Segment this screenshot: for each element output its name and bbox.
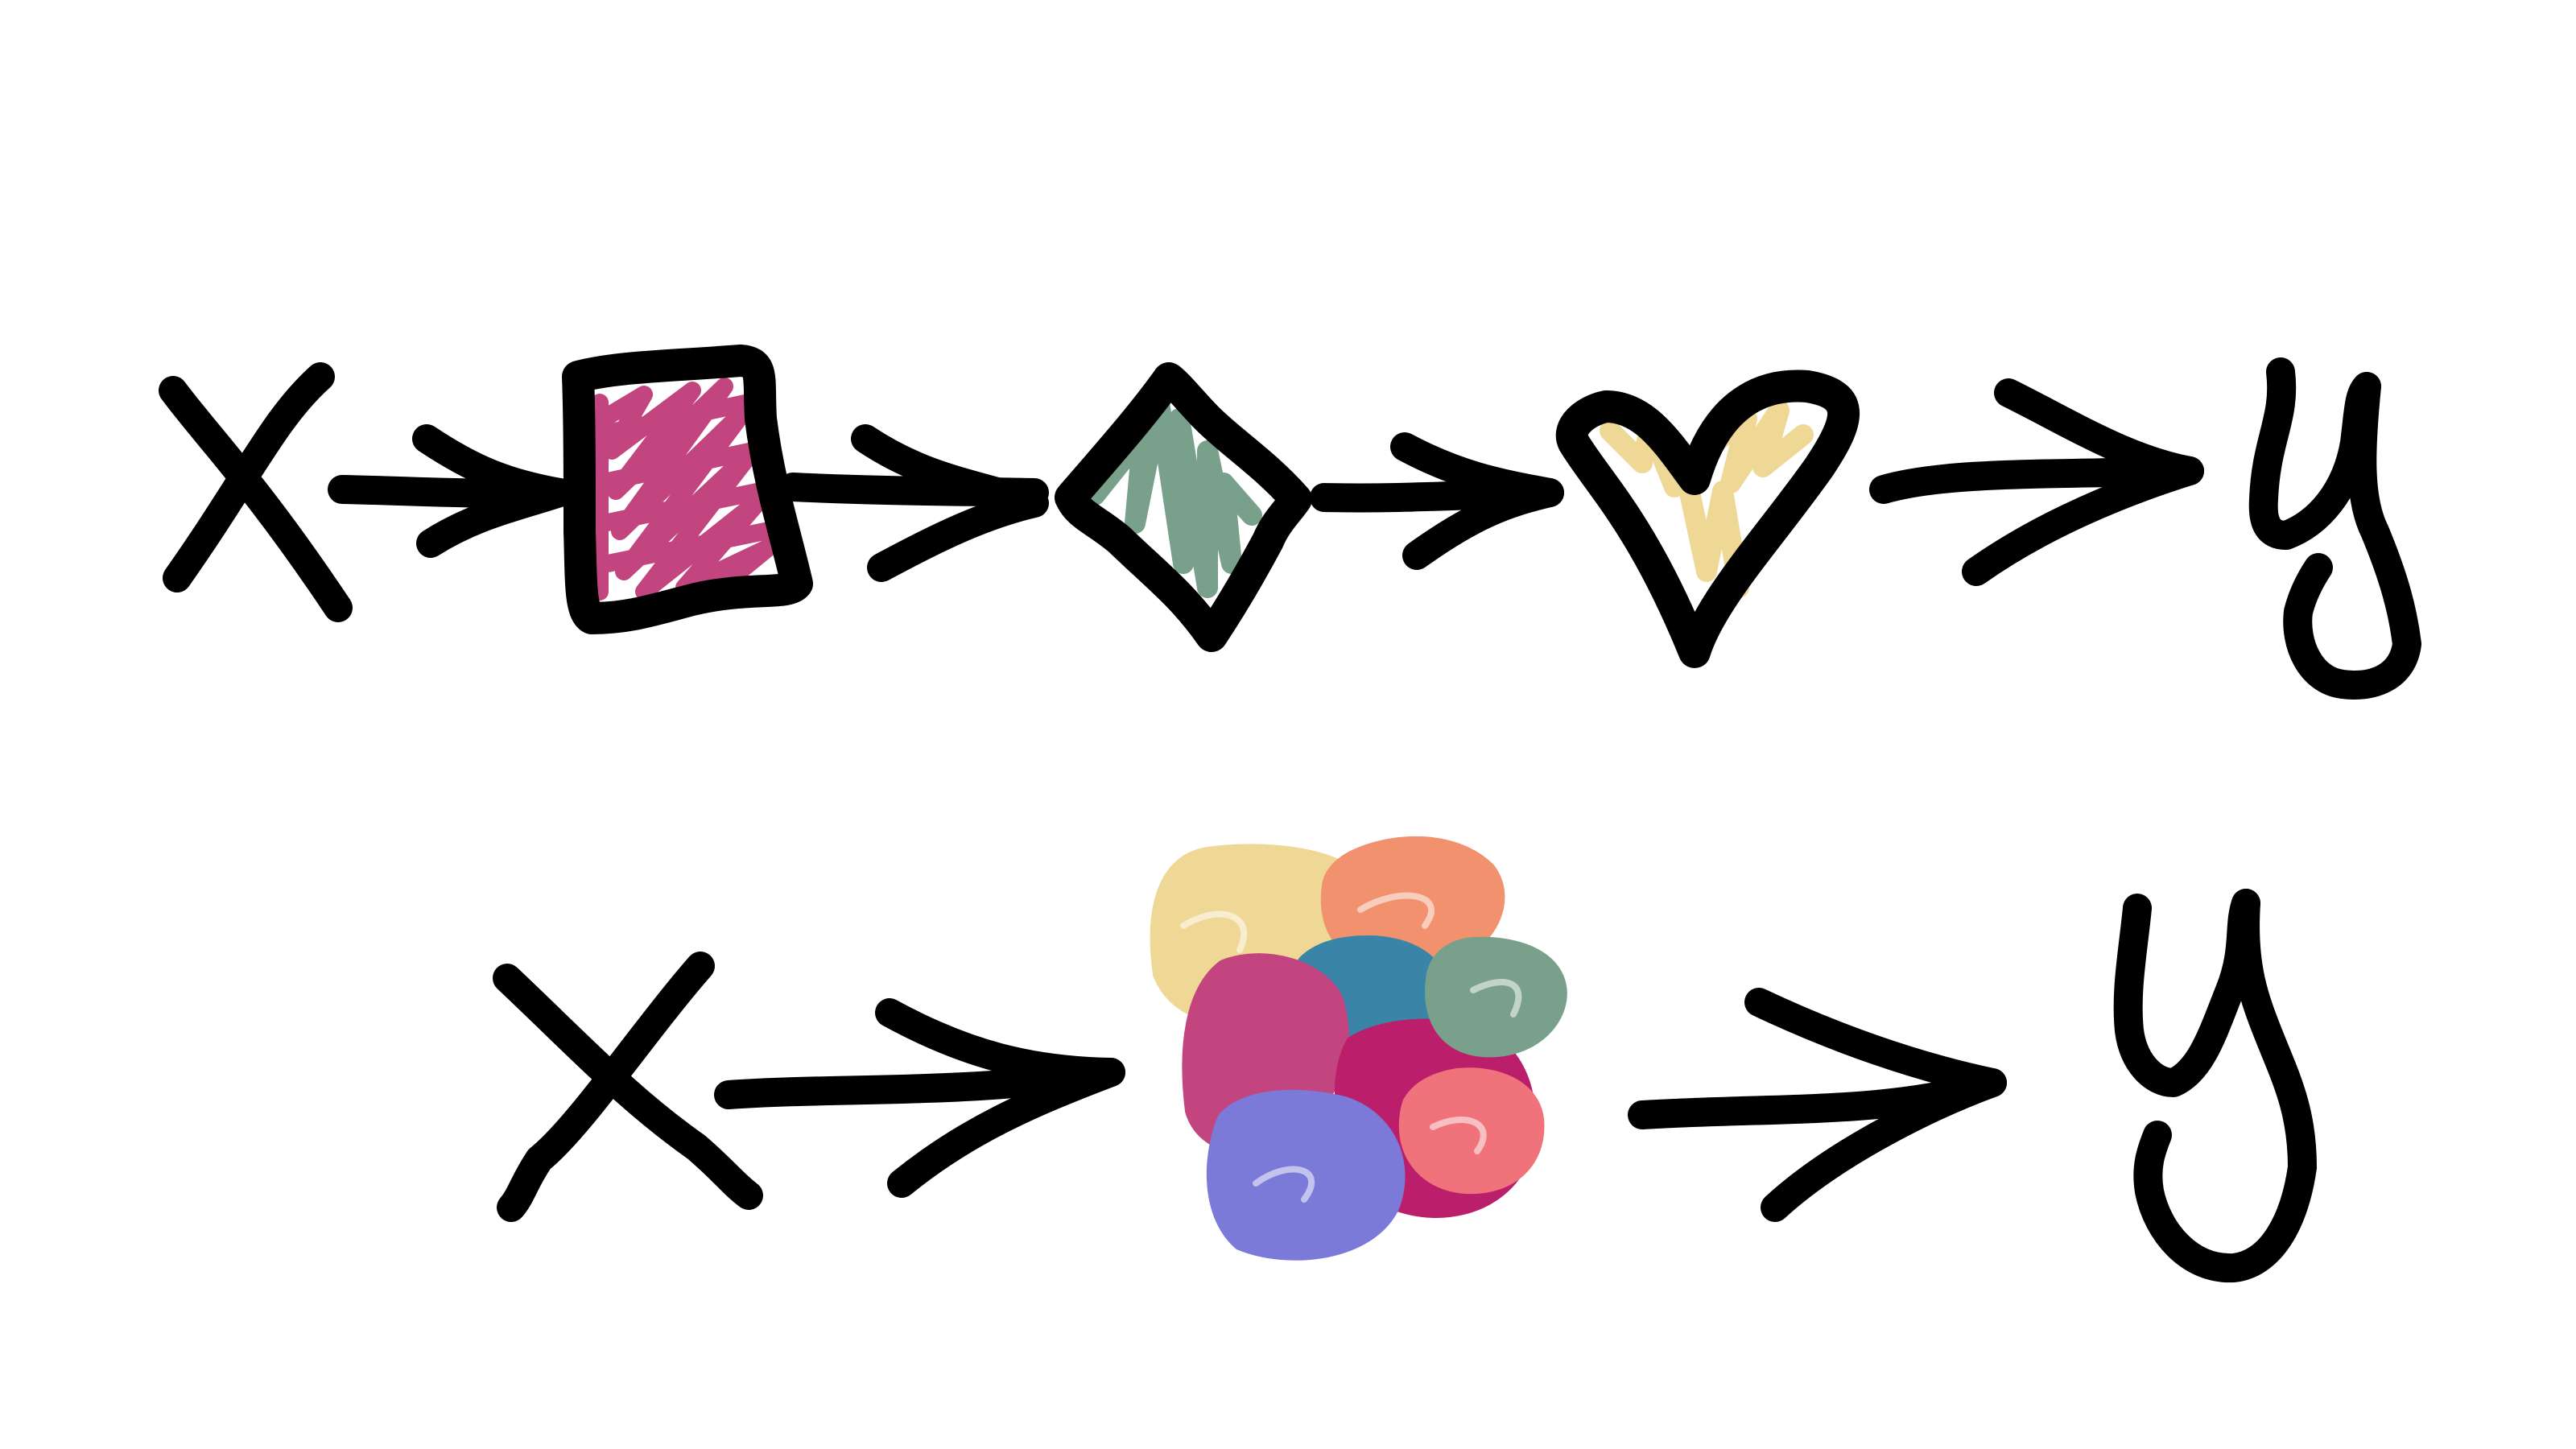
cluster-blob-crimson <box>1425 936 1567 1058</box>
top-arrow-2 <box>778 424 1049 582</box>
top-input-x <box>159 362 353 622</box>
square-hatch <box>591 378 778 601</box>
top-row <box>159 345 2421 700</box>
bottom-input-x <box>493 952 763 1222</box>
bottom-arrow-2 <box>1628 988 2007 1222</box>
top-arrow-3 <box>1310 432 1564 570</box>
top-arrow-1 <box>328 424 574 558</box>
bottom-output-y <box>2113 889 2317 1283</box>
heart-stage <box>1555 369 1860 668</box>
bottom-arrow-1 <box>714 998 1125 1198</box>
bottom-row <box>493 836 2317 1283</box>
cluster-scribbles <box>1180 892 1522 1203</box>
square-stage <box>562 345 813 634</box>
blob-cluster <box>1150 836 1567 1261</box>
diamond-outline <box>1055 362 1312 652</box>
top-arrow-4 <box>1869 378 2204 586</box>
diamond-hatch <box>1084 392 1262 598</box>
square-outline <box>562 345 813 634</box>
top-output-y <box>2248 357 2421 700</box>
heart-outline <box>1555 369 1860 668</box>
diamond-stage <box>1055 362 1312 652</box>
cluster-blob-coral <box>1398 1067 1545 1195</box>
